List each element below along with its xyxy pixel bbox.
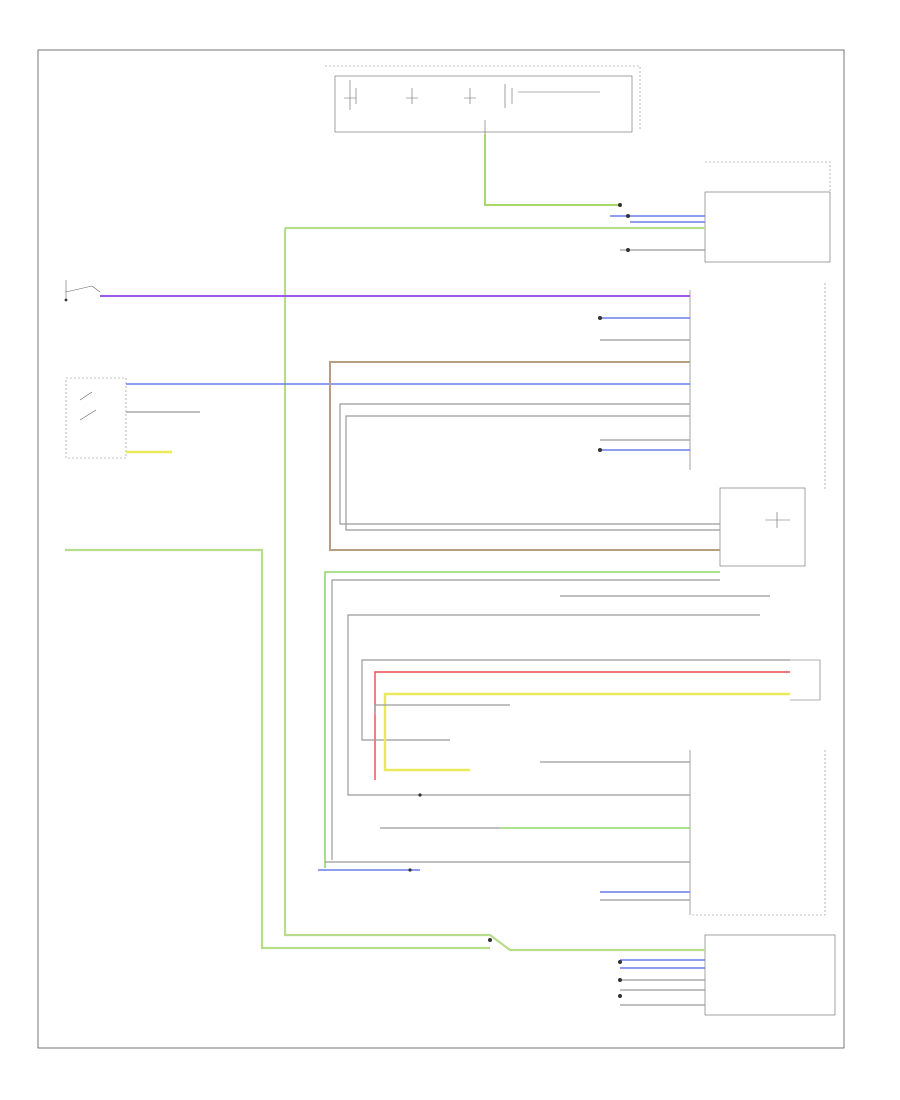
wire-gray-416 — [345, 415, 720, 531]
traction-control-switch — [65, 377, 127, 459]
right-connector-block — [689, 283, 826, 490]
wire-gray-615 — [347, 614, 760, 796]
wire-yellow — [383, 692, 790, 772]
engine-control-module — [719, 487, 806, 567]
wire-gray-404 — [339, 403, 720, 525]
bottom-right-module — [704, 934, 836, 1016]
wire-red — [374, 671, 790, 780]
wire-green-ecm-loop — [324, 571, 720, 868]
diagram-frame — [37, 49, 845, 1049]
wire-tan-loop — [329, 361, 720, 551]
wire-green-long-2 — [283, 228, 705, 952]
connector-dots — [408, 203, 630, 998]
upper-right-module — [704, 161, 831, 263]
cluster-internal-circuit-1 — [344, 80, 600, 110]
wire-green-long-3 — [65, 548, 490, 950]
instrument-cluster — [325, 65, 641, 134]
wire-green-cluster — [484, 134, 620, 206]
wire-gray-660 — [361, 659, 790, 741]
brake-pedal-sensor — [790, 659, 821, 701]
stop-lamp-switch — [64, 280, 101, 302]
wire-gray-705 — [374, 704, 510, 715]
lower-right-block — [689, 750, 826, 916]
wire-gray-ecm-loop — [331, 579, 720, 860]
